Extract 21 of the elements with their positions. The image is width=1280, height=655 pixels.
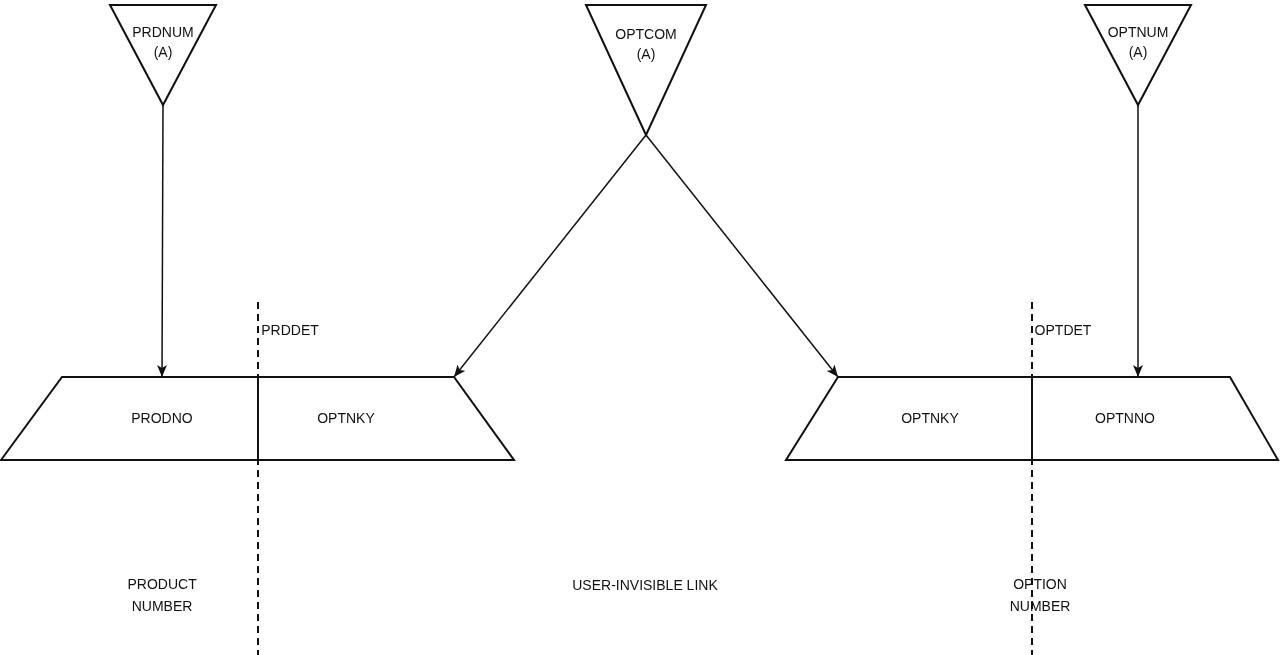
inverted-triangle — [110, 4, 216, 106]
inverted-triangle — [1085, 4, 1191, 106]
arrow — [157, 104, 168, 378]
arrow — [1133, 104, 1143, 378]
region-label: OPTION NUMBER — [1009, 575, 1071, 616]
inverted-triangle — [586, 4, 706, 136]
region-label: PRODUCT NUMBER — [127, 575, 197, 616]
node-label: OPTNKY — [901, 409, 959, 428]
arrow — [453, 134, 647, 378]
region-label: USER-INVISIBLE LINK — [572, 576, 718, 595]
node-label: OPTNNO — [1095, 409, 1155, 428]
node-label: OPTNKY — [317, 409, 375, 428]
trapezoid-segment — [258, 377, 515, 460]
node-label: OPTNUM (A) — [1107, 23, 1169, 62]
trapezoid-segment — [1032, 377, 1279, 460]
node-label: PRDNUM (A) — [132, 23, 194, 62]
node-label: OPTCOM (A) — [615, 25, 677, 64]
trapezoid-segment — [785, 377, 1032, 460]
trapezoid-segment — [0, 377, 258, 460]
node-label: PRODNO — [131, 409, 193, 428]
arrow — [645, 134, 839, 378]
